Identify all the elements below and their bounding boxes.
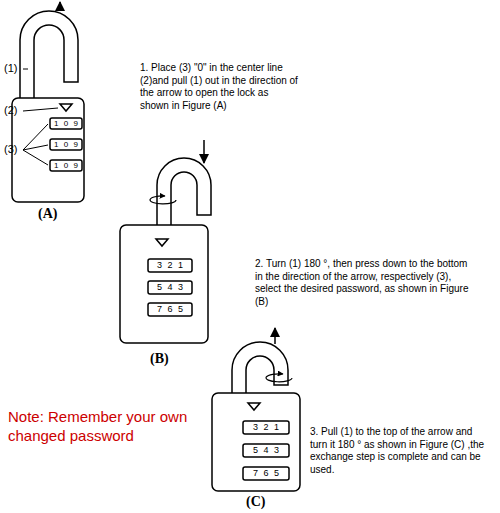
- center-mark: [60, 104, 72, 111]
- dial: [148, 281, 192, 294]
- dial-digits: 1 0 9: [50, 139, 82, 150]
- pull-arrow: [274, 328, 276, 344]
- leader-lines: [23, 69, 58, 165]
- dial: [50, 139, 82, 150]
- dial-digits: 7 6 5: [148, 303, 192, 316]
- dial: [50, 118, 82, 129]
- dial-digits: 5 4 3: [243, 444, 289, 457]
- rotate-arrow: [150, 196, 176, 204]
- lock-body: [120, 225, 208, 343]
- dial: [50, 160, 82, 171]
- figure-label: (C): [246, 493, 265, 511]
- dial: [148, 303, 192, 316]
- callout-number: (3): [4, 143, 17, 157]
- dial: [243, 421, 289, 434]
- dial: [243, 467, 289, 480]
- dial-digits: 3 2 1: [243, 421, 289, 434]
- note-text: Note: Remember your own changed password: [8, 408, 208, 446]
- lock-body: [212, 393, 300, 491]
- center-mark: [156, 239, 168, 246]
- instruction-text: 1. Place (3) "0" in the center line (2)a…: [140, 62, 300, 112]
- dial-digits: 7 6 5: [243, 467, 289, 480]
- rotate-arrow: [266, 374, 292, 382]
- lock-c: [212, 342, 300, 491]
- center-mark: [248, 403, 260, 410]
- dial-digits: 3 2 1: [148, 259, 192, 272]
- callout-number: (2): [4, 104, 17, 118]
- instruction-text: 3. Pull (1) to the top of the arrow and …: [310, 426, 492, 476]
- figure-label: (A): [38, 205, 57, 223]
- press-arrow: [203, 140, 205, 163]
- dial-digits: 1 0 9: [50, 118, 82, 129]
- pull-arrow: [59, 2, 61, 11]
- shackle: [232, 342, 288, 393]
- shackle: [157, 158, 211, 225]
- dial-digits: 1 0 9: [50, 160, 82, 171]
- shackle: [20, 11, 78, 98]
- dial-digits: 5 4 3: [148, 281, 192, 294]
- figure-label: (B): [150, 350, 169, 368]
- dial: [243, 444, 289, 457]
- callout-number: (1): [4, 62, 17, 76]
- dial: [148, 259, 192, 272]
- lock-b: [120, 158, 211, 343]
- lock-body: [12, 98, 84, 202]
- lock-a: [12, 11, 84, 202]
- instruction-text: 2. Turn (1) 180 °, then press down to th…: [255, 258, 470, 308]
